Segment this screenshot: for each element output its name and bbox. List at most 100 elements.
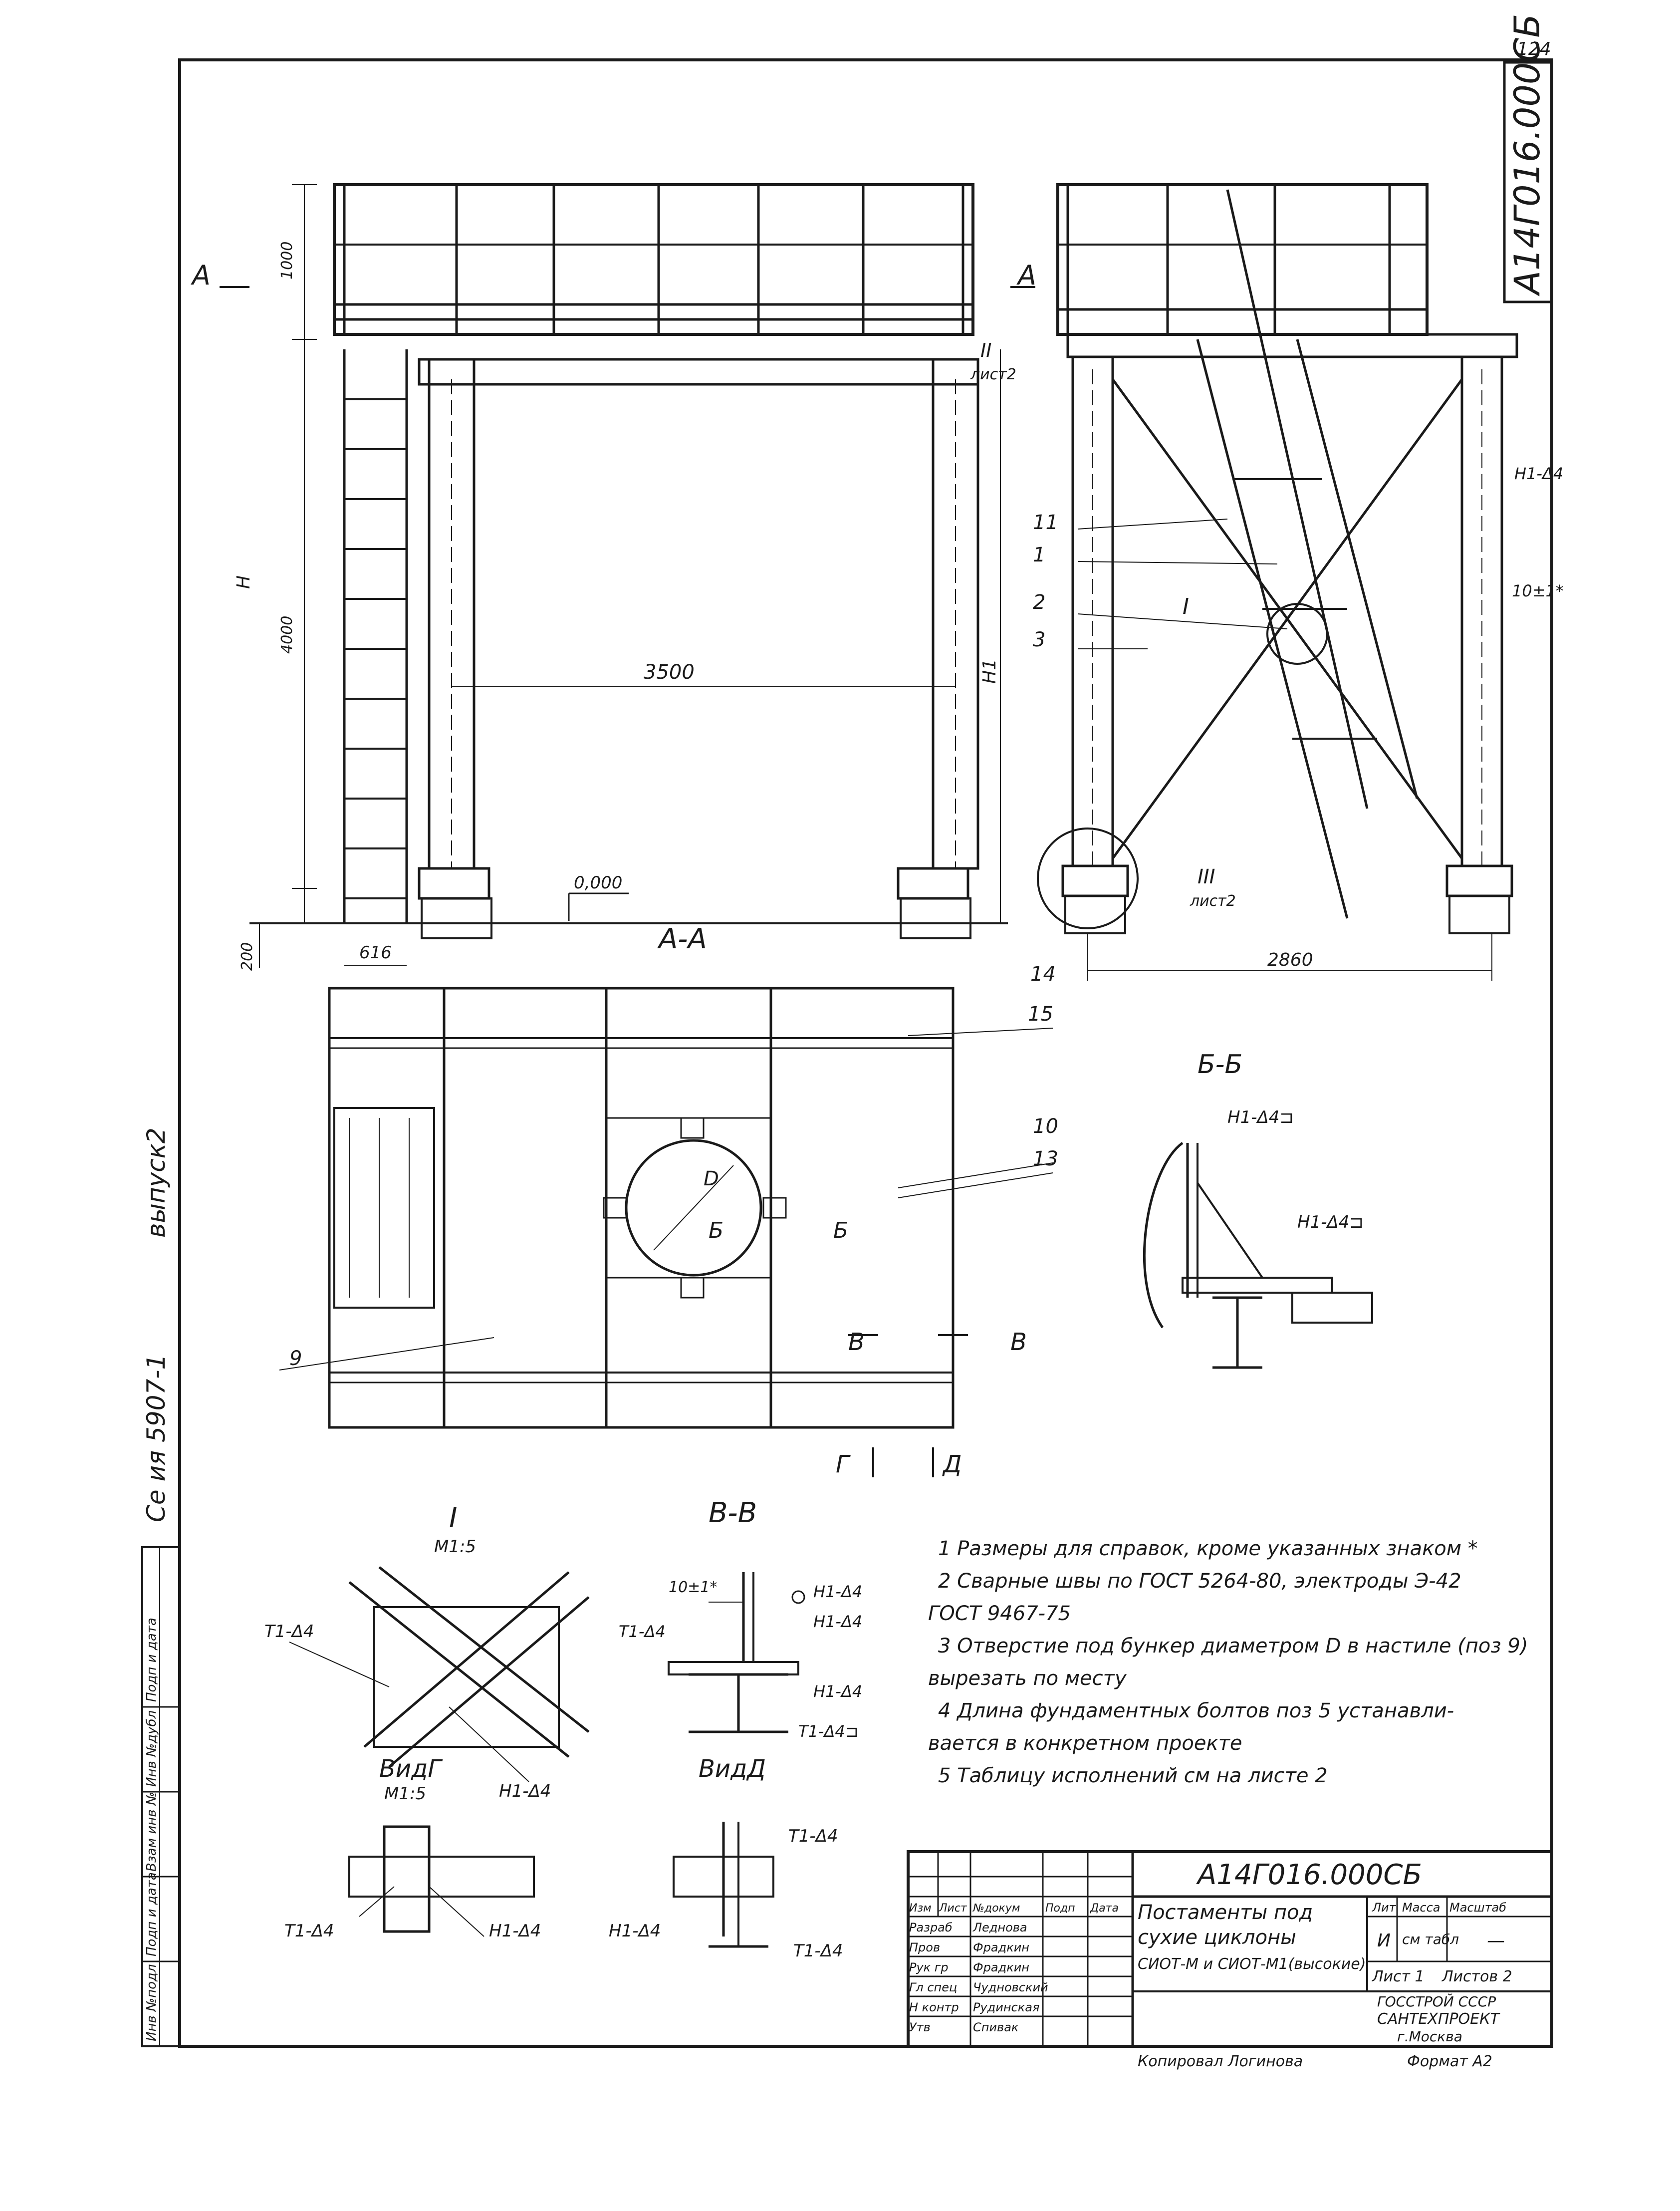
section-bb-weld-2: Н1-Δ4⊐ — [1297, 1212, 1364, 1232]
section-vv-title: В-В — [709, 1497, 757, 1529]
plan-cut-b-1: Б — [709, 1218, 723, 1243]
stamp-vzam: Взам инв № — [144, 1792, 159, 1872]
plan-view-d: Д — [942, 1450, 962, 1478]
section-vv-weld-t1a: Т1-Δ4 — [619, 1622, 666, 1641]
dim-h: Н — [234, 575, 254, 589]
tb-lit-value: И — [1377, 1931, 1391, 1951]
plan-pos-15: 15 — [1028, 1003, 1053, 1026]
stamp-inv-podl: Инв №подл — [144, 1964, 159, 2041]
tb-mass-header: Масса — [1402, 1901, 1440, 1915]
stamp-podp-1: Подп и дата — [144, 1872, 159, 1956]
view-d-weld-t1a: Т1-Δ4 — [788, 1826, 838, 1846]
tb-org-2: САНТЕХПРОЕКТ — [1377, 2010, 1500, 2028]
detail-iii-sheet: лист2 — [1190, 892, 1236, 910]
tb-title-1: Постаменты под — [1138, 1901, 1313, 1924]
stamp-dubl: Инв №дубл — [144, 1710, 159, 1787]
detail-i-callout: I — [1183, 594, 1189, 619]
tb-col-dokum: №докум — [972, 1902, 1020, 1915]
section-vv-weld-t1b: Т1-Δ4⊐ — [798, 1722, 859, 1741]
view-d — [673, 1822, 774, 1948]
view-g-weld-t1: Т1-Δ4 — [284, 1921, 334, 1941]
view-d-title: ВидД — [699, 1755, 766, 1783]
top-doc-code: А14Г016.000СБ — [1507, 14, 1548, 296]
tb-col-data: Дата — [1090, 1902, 1119, 1915]
stamp-podp-2: Подп и дата — [144, 1618, 159, 1702]
tb-name-5: Рудинская — [973, 2000, 1039, 2014]
note-2: 2 Сварные швы по ГОСТ 5264-80, электроды… — [938, 1570, 1461, 1593]
tb-lit-header: Лит — [1372, 1901, 1397, 1915]
tb-name-3: Фрадкин — [973, 1960, 1029, 1974]
tb-role-1: Разраб — [909, 1921, 953, 1935]
section-vv-weld-h1a: Н1-Δ4 — [813, 1582, 862, 1601]
dim-616: 616 — [359, 943, 392, 963]
dim-200: 200 — [239, 942, 256, 971]
dim-3500: 3500 — [644, 661, 695, 684]
side-label-11: 11 — [1033, 511, 1058, 534]
tb-role-6: Утв — [909, 2020, 931, 2034]
section-bb-weld-1: Н1-Δ4⊐ — [1227, 1107, 1294, 1127]
top-code-box: А14Г016.000СБ — [1503, 14, 1553, 303]
plan-pos-9: 9 — [289, 1347, 302, 1370]
main-elevation — [220, 183, 1035, 968]
tb-col-izm: Изм — [909, 1902, 932, 1915]
tb-scale-header: Масштаб — [1449, 1901, 1506, 1915]
detail-i-scale: М1:5 — [434, 1537, 476, 1557]
tb-col-podp: Подп — [1045, 1902, 1075, 1915]
view-g-title: ВидГ — [379, 1755, 443, 1783]
view-d-weld-t1b: Т1-Δ4 — [793, 1941, 843, 1961]
series-label: Се ия 5907-1 — [142, 1354, 171, 1522]
sheet-frame — [178, 58, 1553, 2048]
plan-cut-v-2: В — [1010, 1328, 1027, 1356]
section-vv-dim: 10±1* — [669, 1579, 717, 1596]
detail-i-weld-h1: Н1-Δ4 — [499, 1781, 551, 1801]
tb-role-3: Рук гр — [909, 1960, 949, 1974]
plan-dim-d: D — [704, 1167, 719, 1190]
section-vv-weld-h1b: Н1-Δ4 — [813, 1612, 862, 1631]
tb-sheet: Лист 1 — [1372, 1968, 1425, 1985]
plan-cut-v-1: В — [848, 1328, 865, 1356]
side-elevation — [1037, 183, 1518, 981]
plan-view — [279, 987, 1053, 1477]
tb-col-list: Лист — [939, 1902, 967, 1915]
plan-cut-b-2: Б — [833, 1218, 848, 1243]
section-bb-title: Б-Б — [1198, 1050, 1242, 1080]
pos-14: 14 — [1030, 963, 1056, 986]
section-a-left: А — [191, 260, 211, 291]
tb-doc-code: А14Г016.000СБ — [1196, 1859, 1422, 1891]
tb-title-3: СИОТ-М и СИОТ-М1(высокие) — [1138, 1955, 1366, 1973]
note-4b: вается в конкретном проекте — [928, 1732, 1242, 1755]
detail-i-weld-t1: Т1-Δ4 — [264, 1622, 314, 1642]
side-weld-h1: Н1-Δ4 — [1514, 464, 1563, 483]
callout-ii-sheet: лист2 — [970, 366, 1016, 383]
section-bb — [1143, 1141, 1373, 1369]
tb-name-1: Леднова — [972, 1921, 1027, 1935]
tb-name-4: Чудновский — [973, 1980, 1048, 1994]
tb-title-2: сухие циклоны — [1138, 1926, 1296, 1949]
dim-2860: 2860 — [1267, 950, 1313, 970]
left-stamp: Инв №подл Подп и дата Взам инв № Инв №ду… — [141, 1546, 181, 2047]
tb-role-2: Пров — [909, 1940, 940, 1954]
plan-pos-13: 13 — [1033, 1147, 1058, 1170]
issue-label: выпуск2 — [142, 1127, 171, 1238]
tb-copied: Копировал Логинова — [1138, 2053, 1303, 2070]
tb-role-4: Гл спец — [909, 1980, 957, 1994]
dim-4000: 4000 — [278, 616, 296, 654]
side-label-1: 1 — [1033, 544, 1045, 566]
tb-org-3: г.Москва — [1397, 2028, 1462, 2045]
detail-iii-callout: III — [1198, 865, 1215, 888]
tb-role-5: Н контр — [909, 2000, 959, 2014]
side-label-2: 2 — [1033, 591, 1045, 614]
detail-i — [289, 1566, 590, 1782]
tb-mass-value: см табл — [1402, 1931, 1459, 1947]
tb-org-1: ГОССТРОЙ СССР — [1377, 1993, 1496, 2010]
view-g-weld-h1: Н1-Δ4 — [489, 1921, 541, 1941]
dim-1000: 1000 — [278, 242, 296, 279]
view-g-scale: М1:5 — [384, 1784, 426, 1804]
note-2b: ГОСТ 9467-75 — [928, 1602, 1071, 1625]
section-a-right: А — [1016, 260, 1036, 291]
note-3: 3 Отверстие под бункер диаметром D в нас… — [938, 1635, 1528, 1658]
plan-pos-10: 10 — [1033, 1115, 1058, 1138]
note-4: 4 Длина фундаментных болтов поз 5 устана… — [938, 1699, 1454, 1722]
tb-name-6: Спивак — [973, 2020, 1019, 2034]
